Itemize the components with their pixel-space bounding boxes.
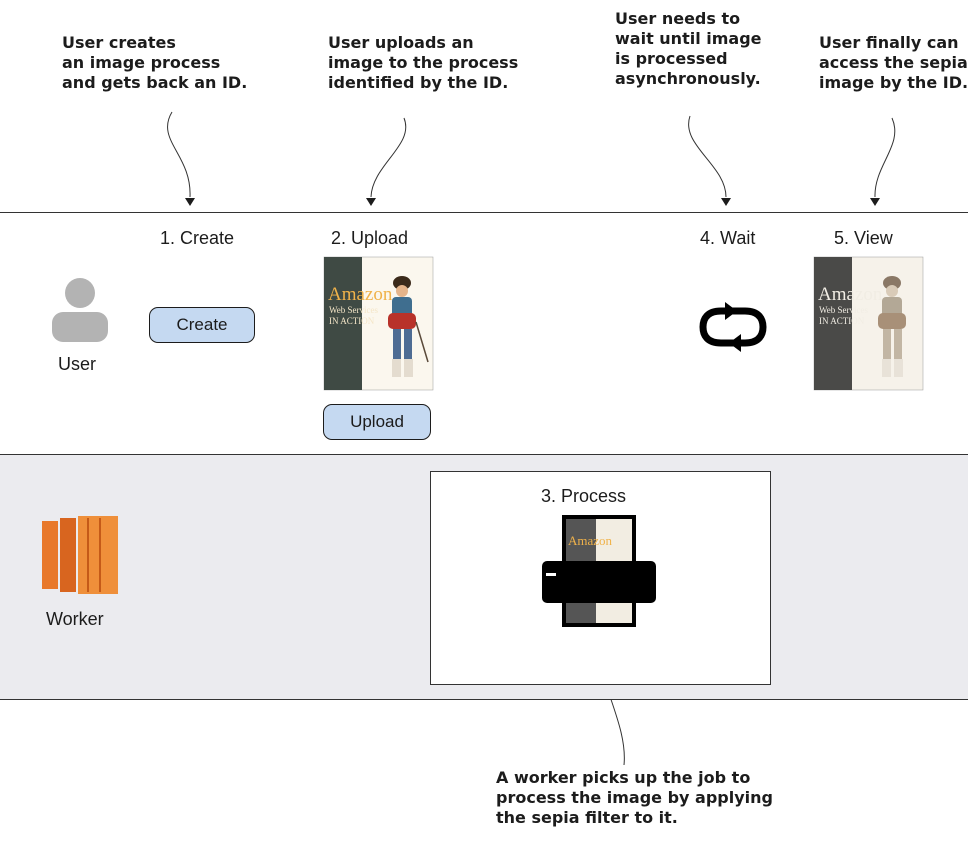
upload-button[interactable]: Upload bbox=[323, 404, 431, 440]
create-button[interactable]: Create bbox=[149, 307, 255, 343]
step-view: 5. View bbox=[834, 228, 893, 248]
book-series: IN ACTION bbox=[819, 316, 865, 326]
book-title: Amazon bbox=[328, 284, 393, 305]
wait-arrowhead bbox=[721, 198, 731, 206]
book-cover-original: Amazon Web Services IN ACTION bbox=[323, 256, 434, 391]
book-cover-sepia: Amazon Web Services IN ACTION bbox=[813, 256, 924, 391]
step-process: 3. Process bbox=[541, 486, 627, 506]
view-connector bbox=[874, 117, 896, 198]
user-icon bbox=[52, 278, 108, 342]
worker-annotation: A worker picks up the job to process the… bbox=[496, 768, 773, 827]
step-upload: 2. Upload bbox=[331, 228, 409, 248]
wait-connector bbox=[688, 115, 727, 198]
wait-annotation: User needs to wait until image is proces… bbox=[615, 9, 762, 88]
worker-label: Worker bbox=[46, 609, 104, 629]
upload-connector bbox=[370, 117, 407, 198]
worker-icon bbox=[42, 516, 118, 594]
upload-arrowhead bbox=[366, 198, 376, 206]
view-arrowhead bbox=[870, 198, 880, 206]
book-subtitle: Web Services bbox=[329, 305, 379, 315]
book-series: IN ACTION bbox=[329, 316, 375, 326]
step-create: 1. Create bbox=[160, 228, 235, 248]
printer-icon: Amazon bbox=[542, 515, 656, 627]
upload-annotation: User uploads an image to the process ide… bbox=[328, 33, 519, 92]
book-subtitle: Web Services bbox=[819, 305, 869, 315]
book-title: Amazon bbox=[568, 533, 613, 548]
create-annotation: User creates an image process and gets b… bbox=[62, 33, 248, 92]
book-title: Amazon bbox=[818, 284, 883, 305]
create-arrowhead bbox=[185, 198, 195, 206]
user-label: User bbox=[58, 354, 97, 374]
loop-icon bbox=[699, 302, 767, 352]
book-figure bbox=[388, 276, 429, 377]
step-wait: 4. Wait bbox=[700, 228, 756, 248]
book-figure-sepia bbox=[878, 276, 906, 377]
create-connector bbox=[167, 111, 191, 198]
view-annotation: User finally can access the sepia image … bbox=[819, 33, 968, 92]
